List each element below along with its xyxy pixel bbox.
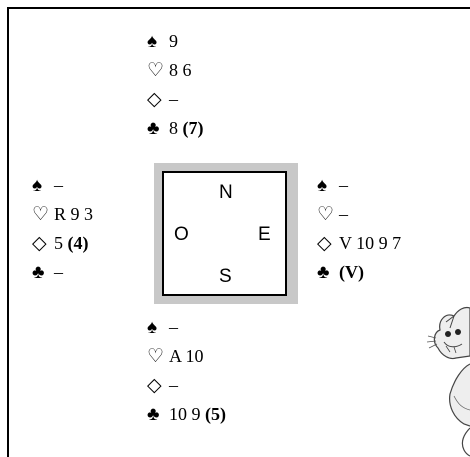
west-diamonds-cards: 5 <box>54 233 68 253</box>
spade-icon: ♠ <box>32 175 43 196</box>
north-hand: ♠9 ♡8 6 ◇– ♣8 (7) <box>147 27 204 143</box>
cartoon-character-image <box>426 306 470 457</box>
east-diamonds-cards: V 10 9 7 <box>339 233 402 253</box>
north-hearts-row: ♡8 6 <box>147 56 204 85</box>
diamond-icon: ◇ <box>317 233 332 254</box>
compass-north-label: N <box>219 182 233 203</box>
club-icon: ♣ <box>147 118 160 139</box>
south-hearts-row: ♡A 10 <box>147 342 226 371</box>
east-clubs-played: (V) <box>339 262 364 282</box>
west-spades-row: ♠– <box>32 171 93 200</box>
west-diamonds-played: (4) <box>67 233 89 253</box>
west-clubs-row: ♣– <box>32 258 93 287</box>
west-hearts-row: ♡R 9 3 <box>32 200 93 229</box>
heart-icon: ♡ <box>147 346 165 367</box>
compass-south-label: S <box>219 266 232 287</box>
club-icon: ♣ <box>317 262 330 283</box>
north-clubs-played: (7) <box>182 118 204 138</box>
heart-icon: ♡ <box>147 60 165 81</box>
north-hearts-cards: 8 6 <box>169 60 192 80</box>
south-clubs-played: (5) <box>205 404 226 424</box>
diamond-icon: ◇ <box>147 89 162 110</box>
south-hearts-cards: A 10 <box>169 346 204 366</box>
south-diamonds-row: ◇– <box>147 371 226 400</box>
south-spades-cards: – <box>169 317 178 337</box>
club-icon: ♣ <box>147 404 160 425</box>
heart-icon: ♡ <box>32 204 50 225</box>
compass-west-label: O <box>174 224 189 245</box>
north-diamonds-cards: – <box>169 89 178 109</box>
east-spades-row: ♠– <box>317 171 401 200</box>
spade-icon: ♠ <box>147 317 158 338</box>
west-clubs-cards: – <box>54 262 63 282</box>
spade-icon: ♠ <box>147 31 158 52</box>
south-hand: ♠– ♡A 10 ◇– ♣10 9 (5) <box>147 313 226 429</box>
frame-left-border <box>7 7 9 457</box>
compass-east-label: E <box>258 224 271 245</box>
east-clubs-row: ♣ (V) <box>317 258 401 287</box>
spade-icon: ♠ <box>317 175 328 196</box>
frame-top-border <box>7 7 470 9</box>
east-hearts-row: ♡– <box>317 200 401 229</box>
east-hand: ♠– ♡– ◇ V 10 9 7 ♣ (V) <box>317 171 401 287</box>
north-diamonds-row: ◇– <box>147 85 204 114</box>
north-clubs-cards: 8 <box>169 118 183 138</box>
south-clubs-cards: 10 9 <box>169 404 205 424</box>
south-clubs-row: ♣ 10 9 (5) <box>147 400 226 429</box>
west-spades-cards: – <box>54 175 63 195</box>
east-diamonds-row: ◇ V 10 9 7 <box>317 229 401 258</box>
east-hearts-cards: – <box>339 204 348 224</box>
west-hand: ♠– ♡R 9 3 ◇5 (4) ♣– <box>32 171 93 287</box>
north-spades-row: ♠9 <box>147 27 204 56</box>
heart-icon: ♡ <box>317 204 335 225</box>
east-spades-cards: – <box>339 175 348 195</box>
south-diamonds-cards: – <box>169 375 178 395</box>
west-hearts-cards: R 9 3 <box>54 204 94 224</box>
diamond-icon: ◇ <box>147 375 162 396</box>
north-spades-cards: 9 <box>169 31 178 51</box>
diamond-icon: ◇ <box>32 233 47 254</box>
club-icon: ♣ <box>32 262 45 283</box>
compass-box: N O E S <box>162 171 287 296</box>
north-clubs-row: ♣ 8 (7) <box>147 114 204 143</box>
west-diamonds-row: ◇ 5 (4) <box>32 229 93 258</box>
south-spades-row: ♠– <box>147 313 226 342</box>
